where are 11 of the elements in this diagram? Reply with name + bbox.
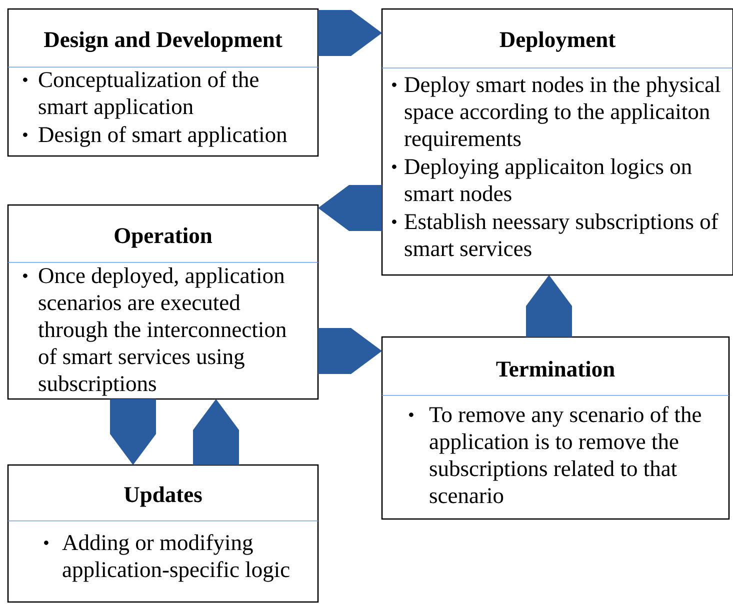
process-box: Deployment Deploy smart nodes in the physical space according to the applicaiton requirements Deploying applicaiton logics on smart nodes Establish neessary subscriptions of smart services <box>381 8 733 276</box>
block-arrow <box>110 398 156 465</box>
block-arrow <box>193 398 239 465</box>
block-arrow <box>526 274 572 337</box>
process-box: Design and Development Conceptualization of the smart application Design of smart application <box>7 8 319 157</box>
process-box: Termination To remove any scenario of the application is to remove the subscriptions related to that scenario <box>381 336 730 520</box>
process-box: Updates Adding or modifying application-specific logic <box>7 464 319 603</box>
block-arrow <box>318 328 382 374</box>
block-arrow <box>318 185 382 231</box>
block-arrow <box>318 10 382 56</box>
process-box: Operation Once deployed, application scenarios are executed through the interconnection of smart services using subscriptions <box>7 204 319 400</box>
